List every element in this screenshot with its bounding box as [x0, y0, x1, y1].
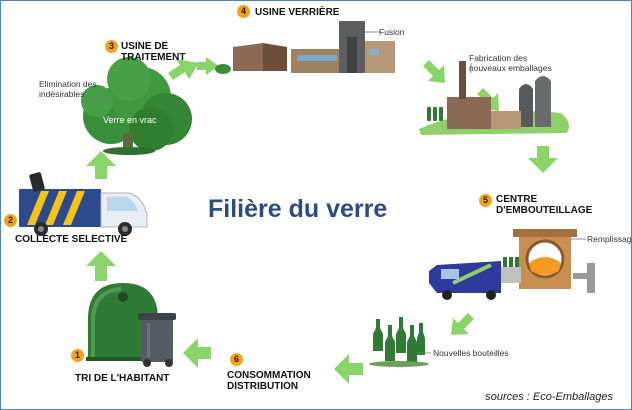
arrow-consommation-to-tri [183, 338, 211, 368]
arrow-bouteilles-to-consommation [334, 354, 363, 384]
arrow-tri-to-collecte [86, 251, 116, 281]
arrow-fabrication-to-centre [528, 146, 558, 173]
step-3-label: USINE DE TRAITEMENT [121, 41, 185, 63]
bottling-centre-illustration [501, 229, 595, 293]
step-6-badge: 6 [230, 353, 243, 366]
arrow-collecte-to-traitement [86, 151, 116, 179]
caption-remplissage: Remplissage [587, 234, 632, 244]
arrow-centre-to-bouteilles [451, 313, 474, 335]
caption-fabrication: Fabrication des nouveaux emballages [469, 53, 552, 73]
glass-bank-illustration [86, 283, 160, 361]
trash-bin-illustration [138, 313, 176, 367]
cullet-pile-illustration [81, 57, 192, 155]
step-4-label: USINE VERRIÈRE [255, 7, 340, 18]
step-2-label: COLLECTE SELECTIVE [15, 234, 128, 245]
step-1-label: TRI DE L'HABITANT [75, 373, 170, 384]
bottle-factory-illustration [419, 61, 569, 135]
step-6-label-line1: CONSOMMATION [227, 370, 311, 381]
step-3-label-line2: TRAITEMENT [121, 52, 186, 63]
caption-fabrication-line1: Fabrication des [469, 53, 528, 63]
diagram-title: Filière du verre [208, 195, 388, 223]
step-4-badge: 4 [237, 5, 250, 18]
caption-nouvelles-bouteilles: Nouvelles bouteilles [433, 348, 509, 358]
caption-elimination-line2: indésirables [39, 89, 85, 99]
step-5-label: CENTRE D'EMBOUTEILLAGE [496, 194, 592, 216]
green-bottles-illustration [369, 317, 429, 367]
step-6-label: CONSOMMATION DISTRIBUTION [227, 370, 311, 392]
step-3-label-line1: USINE DE [121, 41, 169, 52]
caption-verre-en-vrac: Verre en vrac [103, 115, 157, 125]
collection-truck-illustration [19, 172, 148, 236]
arrow-traitement-to-verriere-1 [168, 59, 199, 80]
caption-elimination-line1: Elimination des [39, 79, 97, 89]
step-6-label-line2: DISTRIBUTION [227, 381, 299, 392]
step-5-label-line1: CENTRE [496, 194, 538, 205]
caption-fabrication-line2: nouveaux emballages [469, 63, 552, 73]
caption-fusion: Fusion [379, 27, 405, 37]
delivery-truck-illustration [429, 257, 521, 300]
arrow-verriere-to-fabrication-1 [423, 60, 445, 83]
source-credit: sources : Eco-Emballages [485, 391, 613, 403]
cycle-arrows [86, 57, 558, 384]
step-5-label-line2: D'EMBOUTEILLAGE [496, 205, 593, 216]
step-2-badge: 2 [4, 214, 17, 227]
caption-elimination: Elimination des indésirables [39, 79, 97, 99]
step-1-badge: 1 [71, 349, 84, 362]
step-3-badge: 3 [105, 40, 118, 53]
arrow-traitement-to-verriere-2 [197, 57, 219, 75]
step-5-badge: 5 [479, 194, 492, 207]
glass-factory-illustration [215, 21, 395, 74]
